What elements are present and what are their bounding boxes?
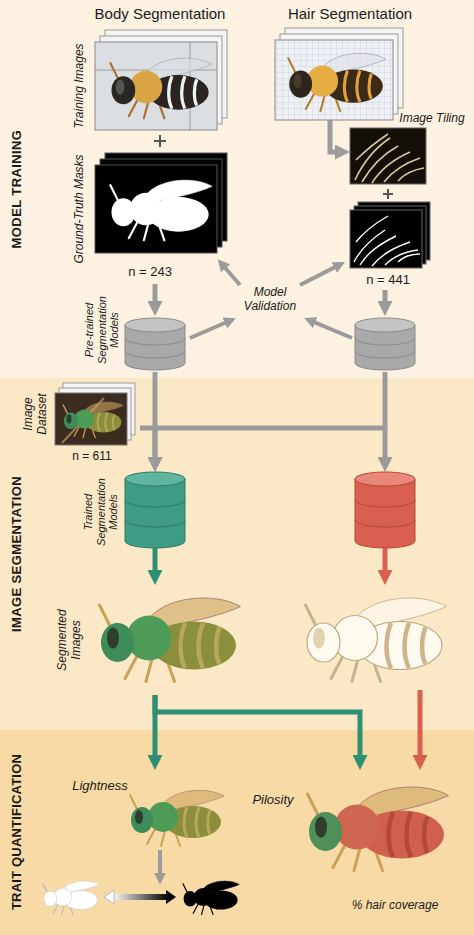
node-note-holder: n = 243 [118, 265, 182, 280]
node-label-holder: Segmented Images [56, 598, 84, 682]
flow-arrow [153, 284, 158, 304]
flow-arrow [153, 548, 158, 573]
segmented-image: Segmented Images [88, 585, 245, 695]
node-label-holder: Training Images [73, 34, 87, 138]
trait-figure: Lightness [70, 770, 225, 865]
column-header: Body Segmentation [80, 5, 240, 22]
node-note: n = 243 [118, 265, 182, 280]
node-label-holder: Ground-Truth Masks [73, 153, 87, 265]
mask-stack: Ground-Truth Masksn = 243 [95, 150, 230, 284]
node-label-holder: Pilosity [248, 793, 298, 808]
node-label: Lightness [69, 779, 131, 794]
node-label-holder: Trained Segmentation Models [82, 469, 120, 555]
node-note-holder: % hair coverage [340, 899, 450, 913]
image-stack: Image Datasetn = 611 [50, 378, 140, 468]
step-label: Image Tiling [395, 112, 469, 126]
node-note-holder: n = 611 [62, 450, 122, 464]
step-label: Model Validation [235, 286, 305, 314]
stage-band: MODEL TRAINING Training ImagesGround-Trut… [0, 0, 474, 378]
node-label-holder: Lightness [69, 779, 131, 794]
band-title: TRAIT QUANTIFICATION [10, 732, 25, 932]
node-note: % hair coverage [340, 899, 450, 913]
stage-band: IMAGE SEGMENTATIONImage Datasetn = 611Tr… [0, 378, 474, 730]
node-label: Ground-Truth Masks [73, 153, 87, 265]
node-label: Pilosity [248, 793, 298, 808]
column-header: Hair Segmentation [270, 5, 430, 22]
node-label: Training Images [73, 34, 87, 138]
node-label-holder: Pre-trained Segmentation Models [83, 282, 121, 378]
flow-arrow [155, 695, 360, 758]
sample-size: n = 441 [358, 273, 418, 288]
node-label: Pre-trained Segmentation Models [83, 282, 121, 378]
model-cylinder: Pre-trained Segmentation Models [125, 316, 185, 372]
column-header-holder: Body Segmentation [80, 5, 240, 22]
stage-band: TRAIT QUANTIFICATION LightnessPilosity % h… [0, 730, 474, 935]
node-label: Segmented Images [56, 598, 84, 682]
node-label-holder: Image Dataset [22, 378, 50, 450]
band-title-holder: IMAGE SEGMENTATION [10, 389, 25, 719]
step-label-holder: Model Validation [235, 286, 305, 314]
node-label: Image Dataset [22, 378, 50, 450]
band-title: MODEL TRAINING [10, 24, 25, 354]
flow-arrow [140, 428, 155, 460]
column-header-holder: Hair Segmentation [270, 5, 430, 22]
step-label-holder: Image Tiling [395, 112, 469, 126]
model-cylinder: Trained Segmentation Models [125, 472, 185, 548]
node-label: Trained Segmentation Models [82, 469, 120, 555]
band-title-holder: TRAIT QUANTIFICATION [10, 732, 25, 932]
band-title-holder: MODEL TRAINING [10, 24, 25, 354]
trait-figure: Pilosity % hair coverage [250, 770, 465, 925]
sample-size-holder: n = 441 [358, 273, 418, 288]
band-title: IMAGE SEGMENTATION [10, 389, 25, 719]
image-stack: Training Images [95, 30, 230, 130]
node-note: n = 611 [62, 450, 122, 464]
